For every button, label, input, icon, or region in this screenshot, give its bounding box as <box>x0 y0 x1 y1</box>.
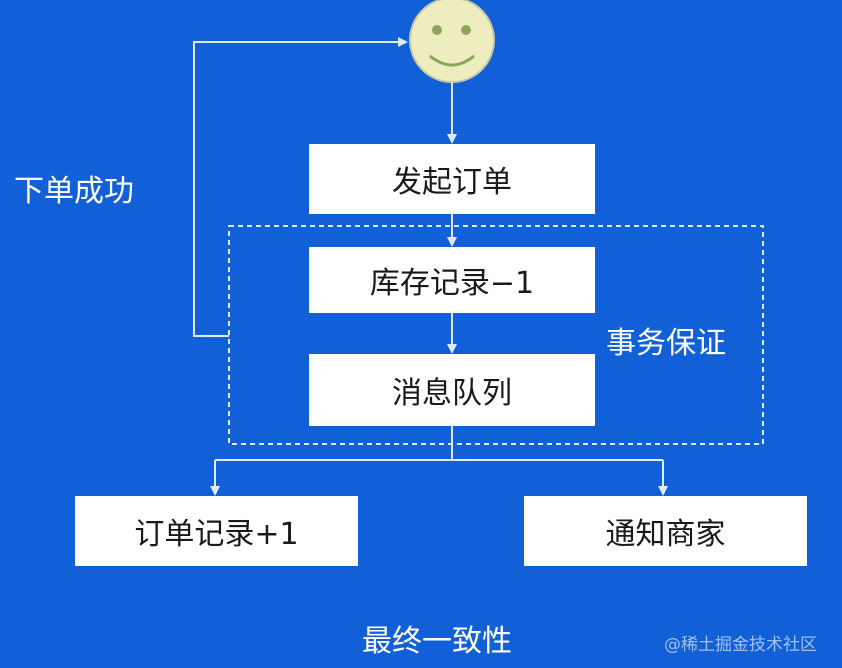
order-record-label: 订单记录+1 <box>134 517 299 552</box>
notify-merchant-label: 通知商家 <box>605 517 726 552</box>
place-order-box: 发起订单 <box>309 144 595 214</box>
message-queue-box: 消息队列 <box>309 354 595 426</box>
inventory-box: 库存记录−1 <box>309 247 595 313</box>
inventory-label: 库存记录−1 <box>369 266 535 301</box>
watermark: @稀土掘金技术社区 <box>664 635 817 655</box>
order-success-label: 下单成功 <box>14 174 134 209</box>
eventual-consistency-label: 最终一致性 <box>362 624 512 659</box>
message-queue-label: 消息队列 <box>392 376 512 411</box>
transaction-guarantee-label: 事务保证 <box>606 326 726 361</box>
feedback-loop-arrow <box>193 37 408 337</box>
notify-merchant-box: 通知商家 <box>524 496 807 566</box>
order-record-box: 订单记录+1 <box>75 496 358 566</box>
smiley-face-icon <box>409 0 495 83</box>
place-order-label: 发起订单 <box>392 165 512 200</box>
